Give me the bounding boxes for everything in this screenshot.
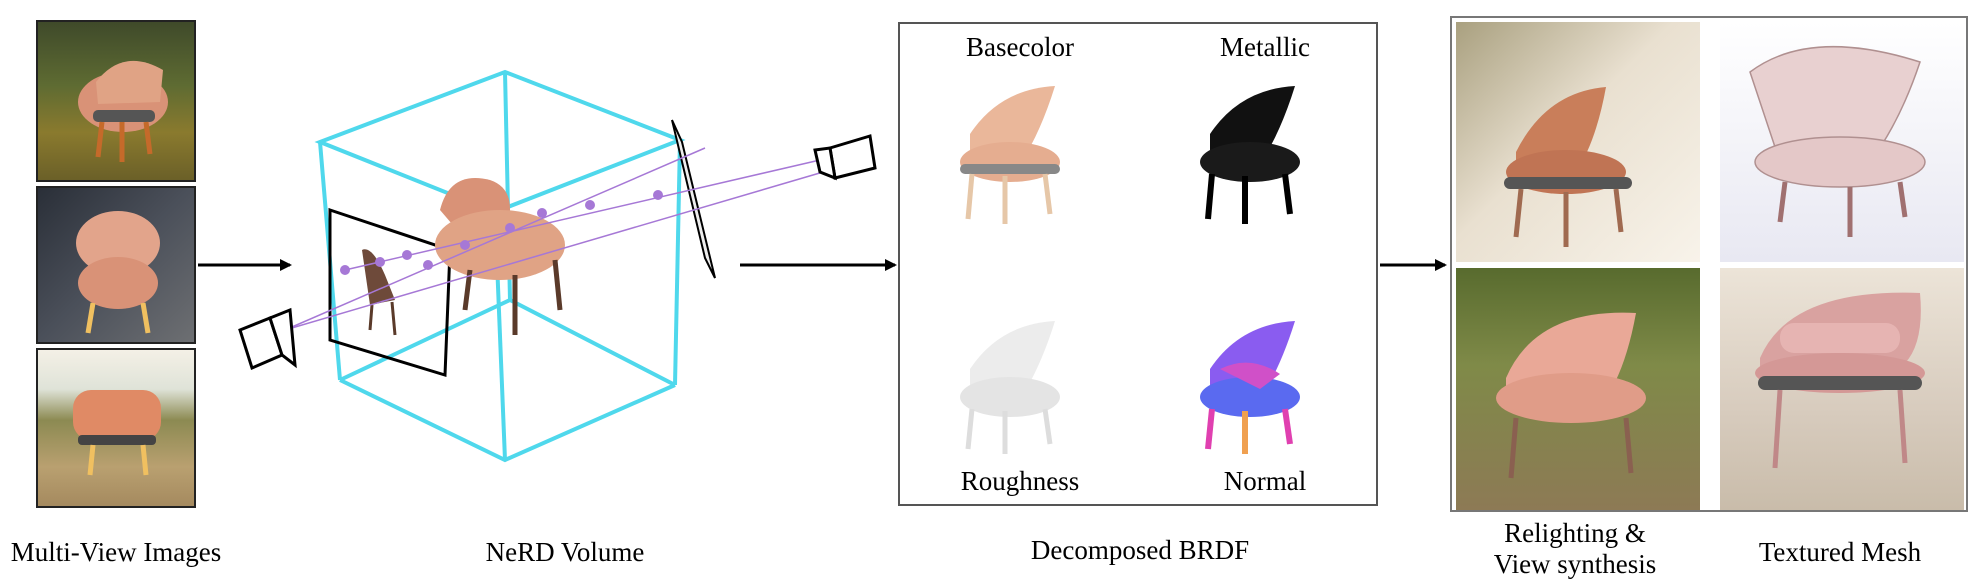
brdf-roughness-label: Roughness — [960, 466, 1080, 496]
camera-icon — [813, 134, 877, 181]
chair-icon — [76, 211, 160, 334]
input-photo-field — [36, 348, 196, 508]
brdf-metallic-label: Metallic — [1220, 32, 1310, 62]
caption-relighting-line1: Relighting & — [1504, 518, 1646, 548]
relight-photo-top — [1456, 22, 1700, 262]
brdf-basecolor-label: Basecolor — [966, 32, 1074, 62]
chair-icon — [960, 321, 1060, 454]
chair-icon — [78, 60, 168, 162]
mesh-render-top — [1720, 22, 1964, 262]
image-plane-near — [328, 207, 452, 378]
brdf-panel: Basecolor Metallic Roughness Normal — [898, 22, 1378, 506]
input-photo-autumn — [36, 20, 196, 182]
camera-rays — [284, 147, 831, 331]
caption-multi-view-images: Multi-View Images — [10, 537, 222, 567]
chair-icon — [1755, 292, 1925, 469]
brdf-normal-label: Normal — [1223, 466, 1307, 496]
camera-icon — [238, 307, 297, 371]
chair-icon — [362, 249, 397, 336]
mesh-render-bottom — [1720, 268, 1964, 510]
caption-relighting: Relighting & View synthesis — [1465, 518, 1685, 580]
caption-relighting-line2: View synthesis — [1493, 549, 1657, 580]
chair-icon — [435, 178, 565, 335]
results-panel — [1450, 16, 1968, 512]
chair-icon — [960, 86, 1060, 224]
brdf-chairs — [960, 86, 1300, 454]
chair-icon — [1200, 321, 1300, 454]
chair-icon — [1504, 87, 1632, 247]
relight-photo-bottom — [1456, 268, 1700, 510]
image-plane-far — [671, 119, 716, 279]
caption-textured-mesh: Textured Mesh — [1758, 537, 1922, 567]
chair-icon — [1200, 86, 1300, 224]
caption-decomposed-brdf: Decomposed BRDF — [1030, 535, 1250, 565]
chair-icon — [1749, 45, 1926, 237]
input-photo-wall — [36, 186, 196, 344]
caption-nerd-volume: NeRD Volume — [485, 537, 645, 567]
chair-icon — [73, 390, 161, 476]
chair-icon — [1496, 312, 1646, 479]
sample-points — [340, 190, 663, 275]
